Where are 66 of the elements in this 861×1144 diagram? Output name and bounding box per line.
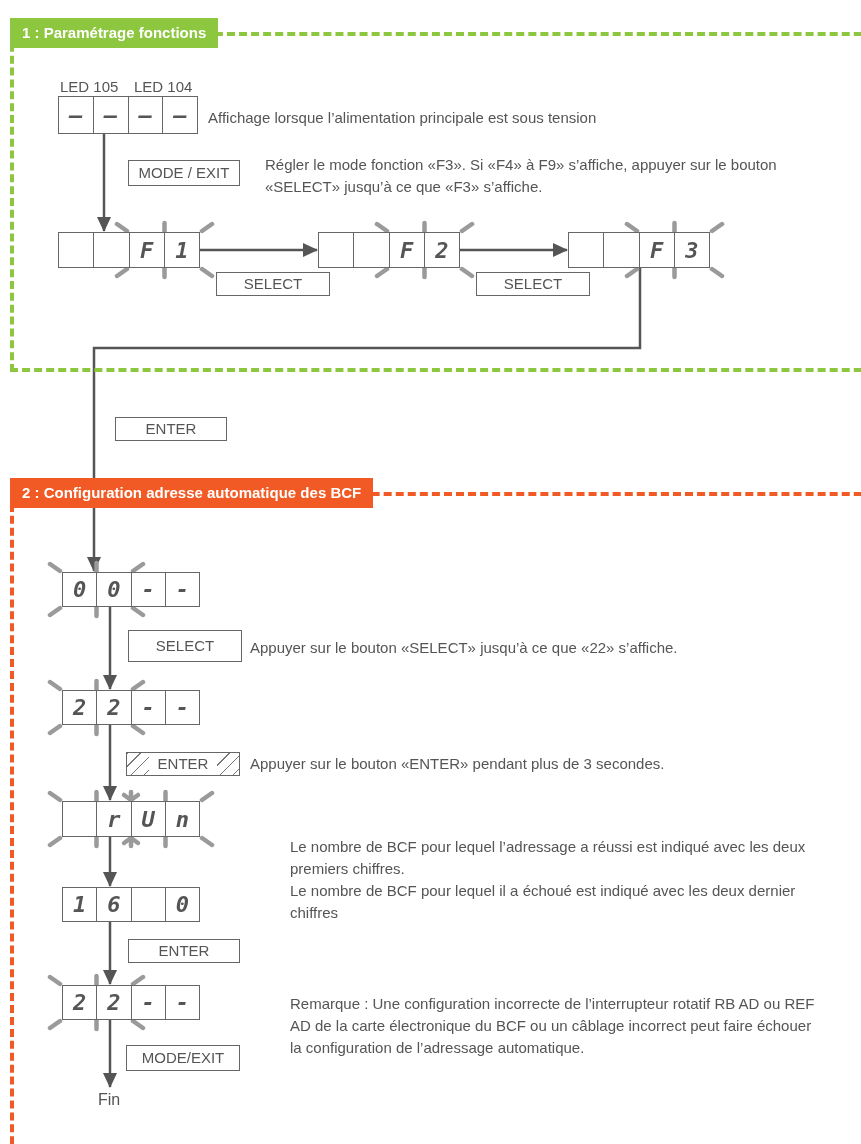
display-digit: U	[131, 802, 166, 836]
display-digit: -	[131, 573, 166, 606]
display-digit: F	[639, 233, 675, 267]
note-text: Le nombre de BCF pour lequel il a échoué est indiqué avec les deux dernier chiffres	[290, 881, 797, 923]
display-digit: —	[59, 97, 94, 133]
display-digit: —	[93, 97, 129, 133]
display-digit: F	[389, 233, 425, 267]
display-digit: -	[174, 694, 190, 722]
button-box: SELECT	[216, 272, 330, 296]
arrow	[103, 1020, 117, 1088]
display-digit: 2	[63, 691, 98, 724]
led-display	[62, 572, 200, 607]
display-digit: 0	[174, 891, 190, 919]
button-box: SELECT	[476, 272, 590, 296]
caption-text: Affichage lorsque l’alimentation principale est sous tension	[208, 108, 597, 128]
arrow	[200, 243, 318, 257]
led-display	[568, 232, 710, 268]
display-digit: F	[129, 233, 165, 267]
display-digit: 1	[174, 236, 190, 265]
arrow	[460, 243, 568, 257]
note-text: Régler le mode fonction «F3». Si «F4» à F9» s’affiche, appuyer sur le bouton «SELECT» jusqu’à ce que «F3» s’affiche.	[265, 155, 778, 197]
led-display	[58, 96, 198, 134]
led-display	[318, 232, 460, 268]
display-digit: 6	[97, 888, 132, 921]
button-box: ENTER	[115, 417, 227, 441]
led-display	[62, 690, 200, 725]
note-text: Le nombre de BCF pour lequel l’adressage a réussi est indiqué avec les deux premiers chiffres.	[290, 837, 807, 879]
led-display	[62, 985, 200, 1020]
arrow	[87, 268, 642, 572]
display-digit: 3	[684, 236, 700, 265]
arrow	[103, 607, 117, 690]
display-digit: 2	[97, 986, 132, 1019]
display-digit: 0	[97, 573, 132, 606]
note-text: Appuyer sur le bouton «ENTER» pendant plus de 3 secondes.	[250, 754, 666, 774]
display-digit: r	[97, 802, 132, 836]
display-digit: -	[131, 986, 166, 1019]
display-digit: n	[174, 805, 190, 834]
display-digit: 2	[434, 236, 450, 265]
arrow	[103, 837, 117, 887]
button-box: ENTER	[126, 752, 240, 776]
led-display	[58, 232, 200, 268]
end-label: Fin	[92, 1088, 126, 1110]
display-digit: -	[174, 576, 190, 604]
note-text: Appuyer sur le bouton «SELECT» jusqu’à ce que «22» s’affiche.	[250, 638, 679, 658]
display-digit: 1	[63, 888, 98, 921]
button-box: ENTER	[128, 939, 240, 963]
section-title: 1 : Paramétrage fonctions	[10, 18, 219, 48]
display-digit: 2	[97, 691, 132, 724]
note-text: Remarque : Une configuration incorrecte de l’interrupteur rotatif RB AD ou REF AD de la carte électronique du BCF ou un câblage incorrect peut faire échouer la configuration de l’adressage automatique.	[290, 994, 815, 1058]
display-digit: -	[131, 691, 166, 724]
arrow	[103, 725, 117, 801]
caption-text: LED 105	[60, 77, 119, 97]
led-display	[62, 887, 200, 922]
display-digit: 2	[63, 986, 98, 1019]
button-box: MODE/EXIT	[126, 1045, 240, 1071]
display-digit: —	[172, 101, 188, 130]
caption-text: LED 104	[134, 77, 193, 97]
display-digit: -	[174, 989, 190, 1017]
button-box: MODE / EXIT	[128, 160, 240, 186]
display-digit: —	[128, 97, 164, 133]
display-digit: 0	[63, 573, 98, 606]
arrow	[103, 922, 117, 985]
button-box: SELECT	[128, 630, 242, 662]
arrow	[97, 134, 111, 232]
section-title: 2 : Configuration adresse automatique des BCF	[10, 478, 374, 508]
led-display	[62, 801, 200, 837]
